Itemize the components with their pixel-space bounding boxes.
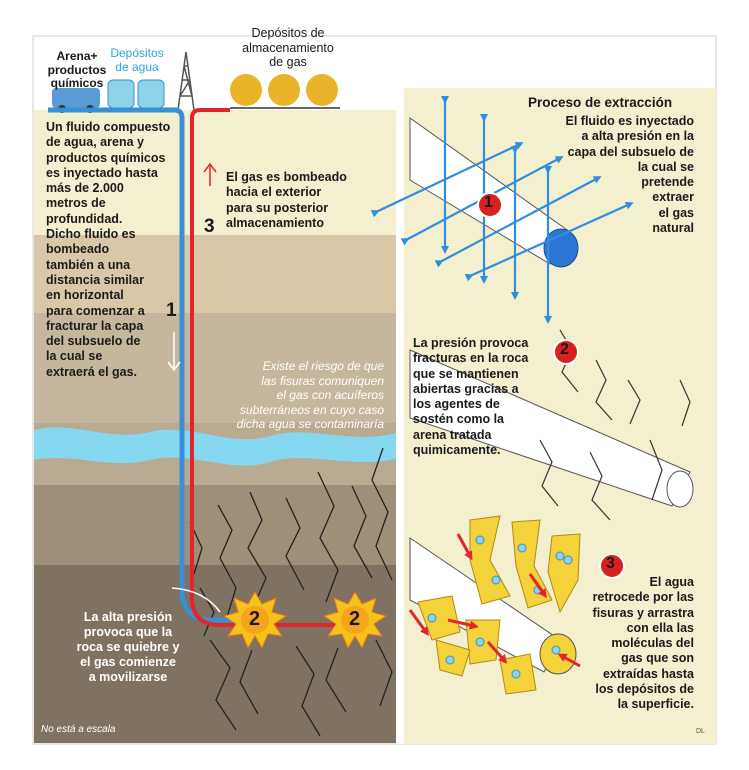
step1-number: 1 (484, 194, 493, 211)
step1-label: 1 (166, 300, 177, 321)
gas-pumped-text: El gas es bombeado hacia el exterior par… (226, 170, 347, 230)
aquifer-risk-text: Existe el riesgo de que las fisuras comu… (236, 359, 384, 431)
step1-badge (477, 192, 503, 218)
step2-badge (553, 339, 579, 365)
step3-badge (599, 553, 625, 579)
not-to-scale-note: No está a escala (41, 724, 116, 735)
burst-1 (222, 591, 288, 650)
credit: DL (696, 728, 705, 735)
surface-equipment (52, 51, 340, 113)
burst1-number: 2 (249, 608, 261, 630)
step3-label: 3 (204, 216, 215, 237)
step1-text: El fluido es inyectado a alta presión en… (565, 114, 695, 236)
ground-cross-section (34, 110, 400, 743)
curved-arrow (171, 587, 221, 613)
pressure-text: La alta presión provoca que la roca se q… (76, 610, 180, 684)
sand-chemicals-label: Arena+ productos químicos (47, 49, 107, 90)
gas-pipe (190, 108, 355, 627)
step3-text: El agua retrocede por las fisuras y arra… (592, 575, 694, 712)
fluid-description: Un fluido compuesto de agua, arena y pro… (46, 120, 171, 379)
extraction-panel (370, 88, 716, 744)
aquifer-band (34, 427, 400, 466)
water-tanks-label: Depósitos de agua (110, 46, 164, 74)
burst-2 (322, 591, 388, 650)
rock-cracks (189, 447, 393, 737)
step2-number: 2 (560, 341, 569, 358)
process-title: Proceso de extracción (528, 95, 673, 110)
burst2-number: 2 (349, 608, 361, 630)
step3-number: 3 (606, 555, 615, 572)
step2-text: La presión provoca fracturas en la roca … (413, 336, 529, 458)
gas-storage-label: Depósitos de almacenamiento de gas (242, 26, 334, 69)
